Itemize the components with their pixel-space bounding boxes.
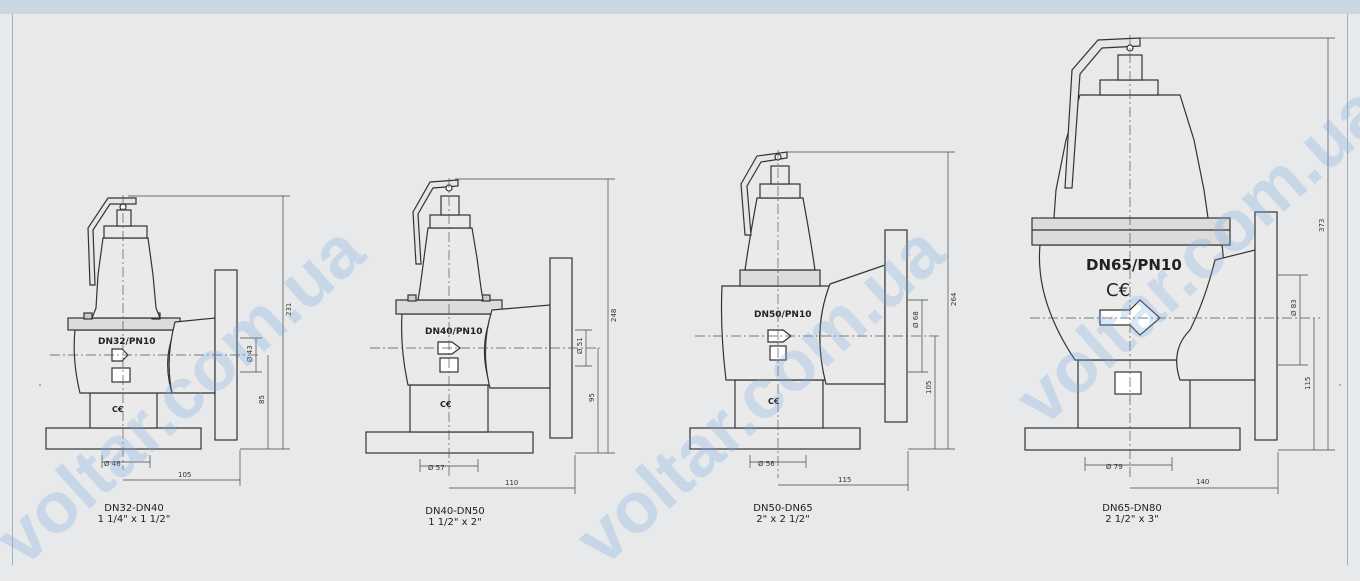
valve-dn50-lever: [740, 151, 788, 236]
valve-dn65-lever: [1064, 37, 1141, 189]
caption-dn50-inches: 2" x 2 1/2": [756, 514, 810, 525]
valve-dn65-dim-outlet-height: 115: [1304, 377, 1312, 390]
valve-dn50-ce-mark: C€: [768, 397, 780, 406]
valve-dn40-dim-outlet-diameter: Ø 51: [576, 337, 584, 354]
caption-dn50: DN50-DN65 2" x 2 1/2": [713, 503, 853, 525]
valve-dn40-lever: [412, 179, 459, 265]
caption-dn50-size: DN50-DN65: [753, 503, 813, 514]
valve-dn32-dim-width: 105: [178, 471, 191, 479]
valve-dn65-dim-height: 373: [1318, 219, 1326, 232]
valve-dn65-dim-outlet-diameter: Ø 83: [1290, 299, 1298, 316]
valve-dn50-base-flange: [689, 427, 861, 450]
valve-dn40-bonnet: [417, 227, 484, 301]
valve-dn32-dim-outlet-height: 85: [258, 395, 266, 404]
caption-dn40: DN40-DN50 1 1/2" x 2": [385, 506, 525, 528]
valve-dn40-dim-height: 248: [610, 309, 618, 322]
valve-dn40: [365, 179, 573, 454]
valve-dn32-outlet-pipe: [168, 317, 216, 394]
valve-dn50-dim-outlet-height: 105: [925, 381, 933, 394]
valve-dn50-bonnet-collar: [739, 269, 821, 287]
valve-dn40-dim-width: 110: [505, 479, 518, 487]
valve-dn32-bonnet: [91, 237, 161, 319]
valve-dn50: [689, 151, 908, 450]
valve-dn65-body-label: DN65/PN10: [1086, 256, 1182, 274]
caption-dn65-inches: 2 1/2" x 3": [1105, 514, 1159, 525]
valve-dn32-dim-outlet-diameter: Ø 43: [246, 345, 254, 362]
valve-dn50-outlet-flange: [884, 229, 908, 423]
valve-dn40-dim-outlet-height: 95: [588, 393, 596, 402]
valve-dn32-lever: [87, 197, 137, 286]
caption-dn32-inches: 1 1/4" x 1 1/2": [97, 514, 171, 525]
caption-dn40-inches: 1 1/2" x 2": [428, 517, 482, 528]
valve-dn65-ce-mark: C€: [1106, 280, 1130, 301]
valve-dn50-inlet-body: [734, 379, 824, 429]
frame-left-border: [12, 14, 13, 565]
valve-dn40-ce-mark: C€: [440, 400, 452, 409]
valve-dn32-base-flange: [45, 427, 202, 450]
valve-dn65: [1024, 37, 1278, 451]
valve-dn40-base-flange: [365, 431, 534, 454]
valve-drawing: DN32/PN10 C€ 231 85 Ø 43 Ø 46 105: [39, 35, 1341, 494]
valve-dn65-bonnet: [1053, 94, 1209, 219]
valve-dn50-body-label: DN50/PN10: [754, 310, 811, 320]
valve-dn32-inlet-body: [89, 392, 158, 429]
valve-dn65-bonnet-flange: [1031, 217, 1231, 246]
valve-dn32-dim-height: 231: [285, 303, 293, 316]
valve-dn65-base-flange: [1024, 427, 1241, 451]
valve-dn50-bonnet: [744, 197, 816, 271]
top-band: [0, 0, 1360, 14]
caption-dn40-size: DN40-DN50: [425, 506, 485, 517]
valve-dn50-dim-width: 115: [838, 476, 851, 484]
valve-dn32-body-label: DN32/PN10: [98, 337, 155, 347]
valve-dn65-outlet-pipe: [1176, 249, 1256, 381]
valve-dn50-outlet-pipe: [819, 264, 886, 385]
valve-dn32-ce-mark: C€: [112, 405, 124, 414]
valve-dn50-dim-outlet-diameter: Ø 68: [912, 311, 920, 328]
caption-dn65-size: DN65-DN80: [1102, 503, 1162, 514]
frame-right-border: [1347, 14, 1348, 565]
caption-dn32: DN32-DN40 1 1/4" x 1 1/2": [64, 503, 204, 525]
caption-dn65: DN65-DN80 2 1/2" x 3": [1062, 503, 1202, 525]
valve-dn65-dim-inlet-diameter: Ø 79: [1106, 463, 1123, 471]
valve-dn40-body-label: DN40/PN10: [425, 327, 482, 337]
valve-dn32-dim-inlet-diameter: Ø 46: [104, 460, 121, 468]
valve-dn32-bonnet-flange: [67, 317, 181, 331]
valve-dn40-outlet-pipe: [484, 304, 551, 389]
valve-dn65-dim-width: 140: [1196, 478, 1209, 486]
caption-dn32-size: DN32-DN40: [104, 503, 164, 514]
valve-dn32: [45, 197, 238, 450]
valve-dn65-outlet-flange: [1254, 211, 1278, 441]
valve-dn40-dim-inlet-diameter: Ø 57: [428, 464, 445, 472]
valve-dn50-dim-height: 264: [950, 292, 958, 306]
valve-dn50-dim-inlet-diameter: Ø 56: [758, 460, 775, 468]
